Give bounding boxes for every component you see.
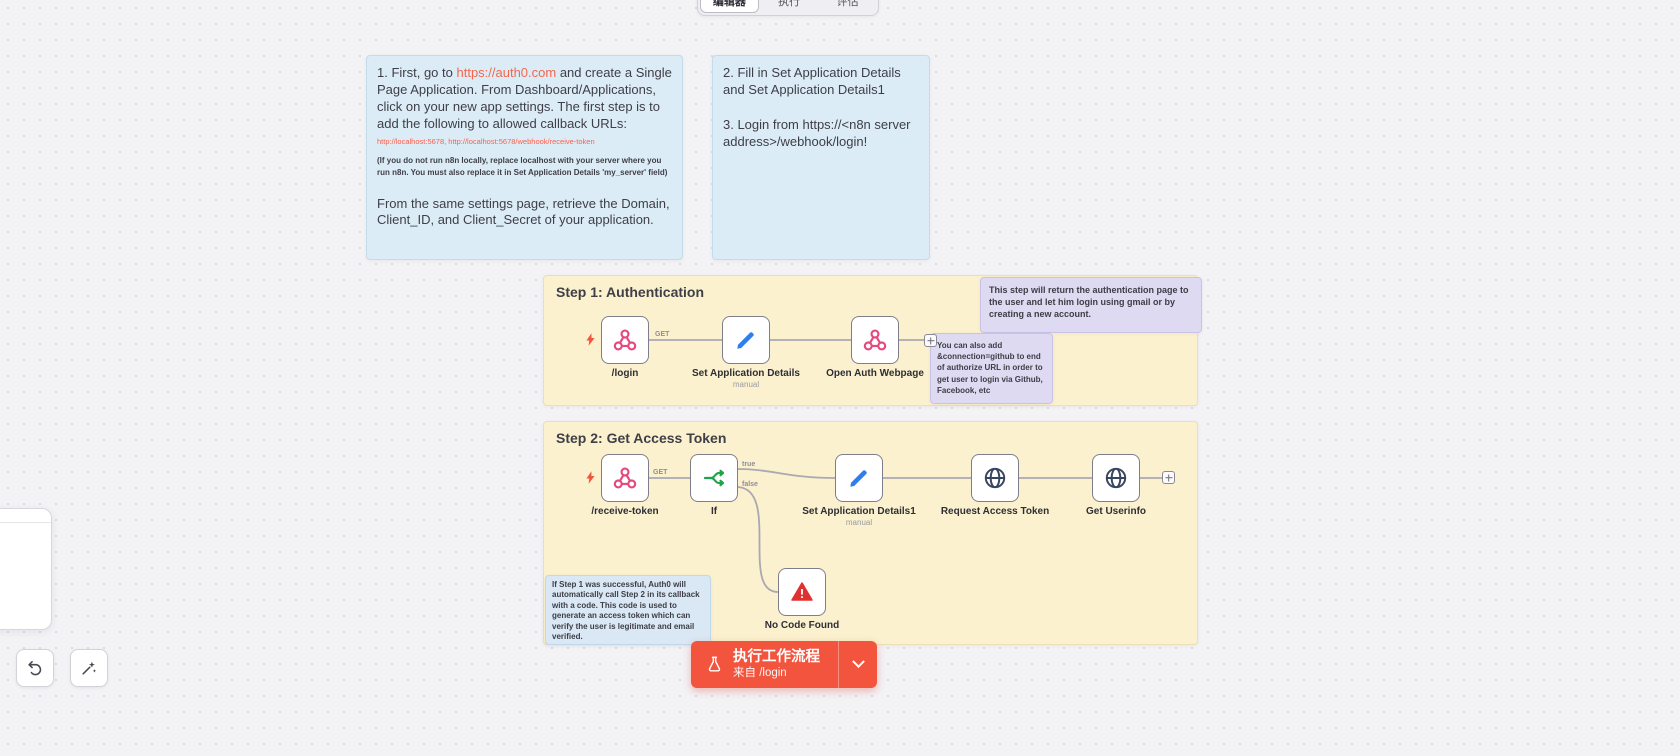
view-tabbar: 编辑器 执行 评估 xyxy=(697,0,879,16)
webhook-icon xyxy=(613,329,637,351)
fill-note-line2: 3. Login from https://<n8n server addres… xyxy=(723,116,911,149)
lightning-icon xyxy=(586,471,595,484)
step1-title: Step 1: Authentication xyxy=(556,284,705,300)
node-set-application-details1[interactable]: Set Application Details1 manual xyxy=(802,454,916,527)
node-label: No Code Found xyxy=(764,620,840,631)
auth0-link[interactable]: https://auth0.com xyxy=(456,65,557,80)
execute-workflow-button[interactable]: 执行工作流程 来自 /login xyxy=(691,641,838,688)
webhook-icon xyxy=(613,467,637,489)
add-node-button[interactable] xyxy=(924,334,937,347)
github-tip-text: You can also add &connection=github to e… xyxy=(937,341,1043,395)
node-label: /login xyxy=(611,368,639,379)
add-node-button[interactable] xyxy=(1162,471,1175,484)
undo-button[interactable] xyxy=(16,649,54,687)
callback-urls-link[interactable]: http://localhost:5678, http://localhost:… xyxy=(377,136,595,146)
wire-label-false: false xyxy=(742,481,758,488)
node-if[interactable]: If xyxy=(690,454,738,517)
node-label: Set Application Details1 xyxy=(802,506,916,517)
collapsed-side-panel[interactable] xyxy=(0,508,52,630)
execute-button-line1: 执行工作流程 xyxy=(733,648,820,665)
wire-label-get-step2: GET xyxy=(653,469,668,476)
wire-label-true: true xyxy=(742,461,756,468)
fill-note-line1: 2. Fill in Set Application Details and S… xyxy=(723,65,901,97)
pencil-icon xyxy=(737,332,754,349)
sticky-note-setup[interactable]: 1. First, go to https://auth0.com and cr… xyxy=(366,55,683,260)
tidy-up-button[interactable] xyxy=(70,649,108,687)
execute-workflow-button-group: 执行工作流程 来自 /login xyxy=(691,641,877,688)
node-receive-token[interactable]: /receive-token xyxy=(591,454,659,517)
node-sublabel: manual xyxy=(732,380,760,389)
setup-note-prefix: 1. First, go to xyxy=(377,65,457,80)
branch-icon xyxy=(703,469,725,487)
node-set-application-details[interactable]: Set Application Details manual xyxy=(692,316,800,389)
lightning-icon xyxy=(586,333,595,346)
setup-note-suffix: and create a Single Page Application. Fr… xyxy=(377,65,672,131)
panel-divider xyxy=(0,522,51,523)
node-open-auth-webpage[interactable]: Open Auth Webpage xyxy=(826,316,924,379)
webhook-icon xyxy=(863,329,887,351)
chevron-down-icon xyxy=(851,655,865,669)
flask-icon xyxy=(708,656,721,672)
execute-options-dropdown[interactable] xyxy=(838,641,877,688)
node-login[interactable]: /login xyxy=(601,316,649,379)
tidy-up-icon xyxy=(82,661,97,675)
node-get-userinfo[interactable]: Get Userinfo xyxy=(1086,454,1146,517)
node-label: Open Auth Webpage xyxy=(826,368,924,379)
node-label: Request Access Token xyxy=(940,506,1050,517)
node-sublabel: manual xyxy=(845,518,873,527)
sticky-note-auth-info[interactable]: This step will return the authentication… xyxy=(980,277,1202,333)
step2-info-text: If Step 1 was successful, Auth0 will aut… xyxy=(552,580,700,642)
wire-label-get-step1: GET xyxy=(655,331,670,338)
node-label: Set Application Details xyxy=(692,368,800,379)
locality-note: (If you do not run n8n locally, replace … xyxy=(377,155,668,177)
warning-icon xyxy=(791,582,813,601)
tab-executions[interactable]: 执行 xyxy=(778,0,800,8)
sticky-note-fill[interactable]: 2. Fill in Set Application Details and S… xyxy=(712,55,930,260)
sticky-note-github-tip[interactable]: You can also add &connection=github to e… xyxy=(930,333,1053,404)
tab-evaluations[interactable]: 评估 xyxy=(836,0,859,8)
globe-icon xyxy=(1105,467,1127,489)
pencil-icon xyxy=(850,470,867,487)
execute-button-text: 执行工作流程 来自 /login xyxy=(733,648,820,681)
node-label: If xyxy=(710,506,718,517)
sticky-note-step2-info[interactable]: If Step 1 was successful, Auth0 will aut… xyxy=(545,575,711,645)
globe-icon xyxy=(984,467,1006,489)
setup-note-text: 1. First, go to https://auth0.com and cr… xyxy=(377,65,672,133)
retrieve-note: From the same settings page, retrieve th… xyxy=(377,195,670,228)
undo-icon xyxy=(28,660,42,676)
tab-editor[interactable]: 编辑器 xyxy=(700,0,759,13)
node-label: Get Userinfo xyxy=(1085,506,1147,517)
node-no-code-found[interactable]: No Code Found xyxy=(765,568,839,631)
execute-button-line2: 来自 /login xyxy=(733,667,787,680)
node-request-access-token[interactable]: Request Access Token xyxy=(941,454,1049,517)
node-label: /receive-token xyxy=(591,506,659,517)
step2-title: Step 2: Get Access Token xyxy=(556,430,727,446)
auth-info-text: This step will return the authentication… xyxy=(989,285,1189,320)
